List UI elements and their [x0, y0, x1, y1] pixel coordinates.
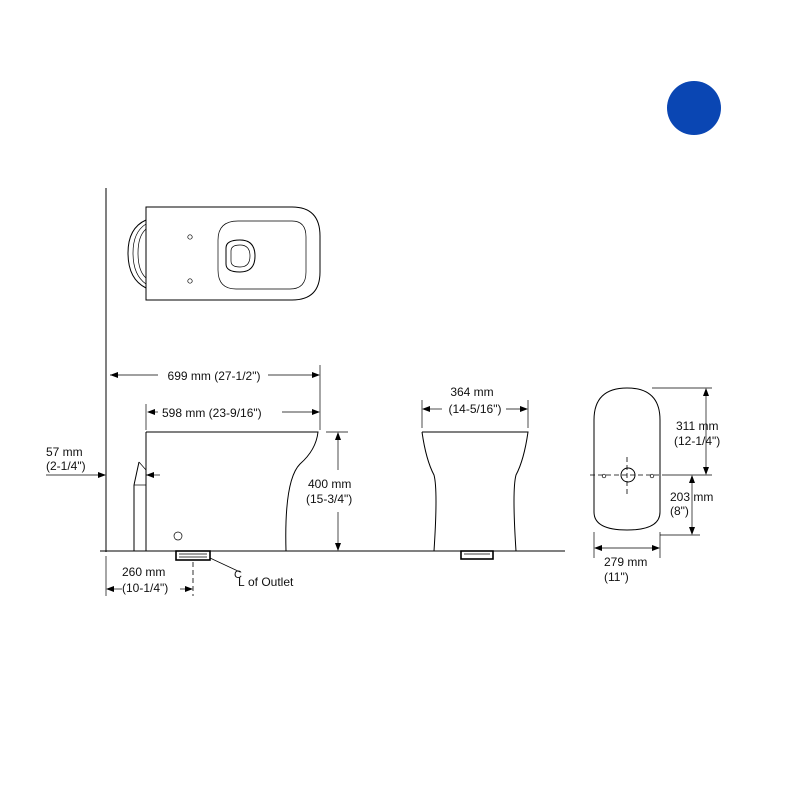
dim-body-length-label: 598 mm (23-9/16")	[162, 406, 262, 420]
dim-height	[326, 431, 348, 551]
dim-body-length	[145, 404, 320, 430]
dim-front-width-mm: 364 mm	[450, 385, 493, 399]
blue-circle-badge	[667, 81, 721, 135]
dim-front-width-in: (14-5/16")	[449, 402, 502, 416]
dim-outlet	[105, 556, 241, 596]
dim-seat-depth-mm: 311 mm	[676, 419, 718, 433]
outlet-label: of Outlet	[248, 575, 294, 589]
dim-seat-depth-in: (12-1/4")	[674, 434, 720, 448]
svg-text:L: L	[238, 575, 245, 589]
dim-wall-gap-in: (2-1/4")	[46, 459, 86, 473]
dim-height-in: (15-3/4")	[306, 492, 352, 506]
dim-overall-length	[110, 365, 321, 430]
dim-hole-offset	[660, 475, 700, 536]
dim-wall-gap	[46, 472, 160, 478]
dim-seat-depth	[652, 387, 712, 476]
dim-seat-width-mm: 279 mm	[604, 555, 647, 569]
dim-overall-length-label: 699 mm (27-1/2")	[168, 369, 261, 383]
dim-seat-width	[593, 532, 661, 558]
front-view	[421, 431, 529, 560]
side-view	[133, 431, 319, 561]
dim-wall-gap-mm: 57 mm	[46, 445, 83, 459]
dim-hole-offset-mm: 203 mm	[670, 490, 713, 504]
dim-outlet-mm: 260 mm	[122, 565, 165, 579]
dim-seat-width-in: (11")	[604, 570, 629, 584]
dim-outlet-in: (10-1/4")	[122, 581, 168, 595]
dim-hole-offset-in: (8")	[670, 504, 689, 518]
top-view	[127, 206, 321, 301]
svg-text:C: C	[234, 569, 242, 581]
dim-front-width	[421, 400, 529, 428]
seat-view	[590, 387, 664, 531]
centerline-symbol: C L	[234, 569, 245, 589]
dim-height-mm: 400 mm	[308, 477, 351, 491]
